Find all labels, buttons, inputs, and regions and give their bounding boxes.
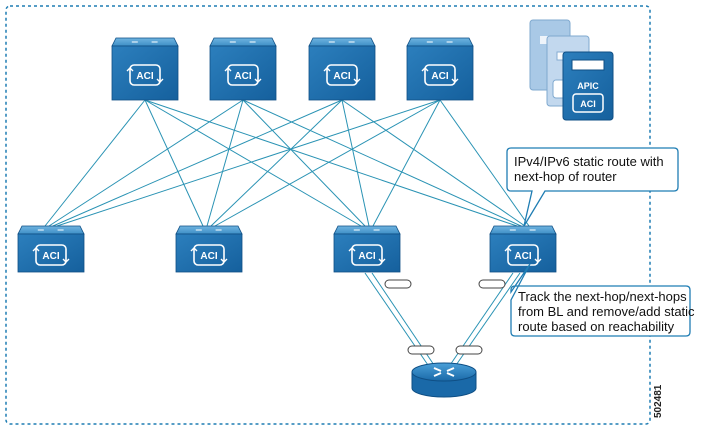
spine-switch-1: ACI (111, 37, 179, 101)
fabric-link-s3-l2 (210, 99, 343, 227)
fabric-link-s1-l1 (44, 99, 146, 227)
fabric-link-s1-l3 (144, 99, 362, 227)
spine-switch-4-label: ACI (431, 71, 448, 82)
leaf-switch-4: ACI (489, 225, 557, 273)
leaf-switch-3: ACI (333, 225, 401, 273)
track-line-3: route based on reachability (518, 319, 675, 334)
spine-switch-1-label: ACI (136, 71, 153, 82)
track-line-2: from BL and remove/add static (518, 304, 695, 319)
fabric-link-s1-l2 (144, 99, 204, 227)
leaf-switch-3-label: ACI (358, 251, 375, 262)
spine-switch-3-label: ACI (333, 71, 350, 82)
fabric-link-s2-l3 (242, 99, 366, 227)
static-route-line-2: next-hop of router (514, 169, 617, 184)
spine-switch-4: ACI (406, 37, 474, 101)
track-callout-text: Track the next-hop/next-hops from BL and… (518, 289, 695, 334)
static-route-callout-text: IPv4/IPv6 static route with next-hop of … (514, 154, 664, 184)
apic-aci-label: ACI (580, 99, 596, 109)
apic-cluster: APIC ACI (529, 19, 614, 121)
spine-switch-2: ACI (209, 37, 277, 101)
fabric-link-s1-l4 (144, 99, 518, 227)
fabric-link-s3-l1 (52, 99, 343, 227)
leaf-layer: ACI ACI ACI ACI (17, 225, 557, 273)
leaf-switch-1: ACI (17, 225, 85, 273)
static-route-callout (506, 147, 679, 227)
fabric-link-s4-l3 (372, 99, 441, 227)
fabric-link-s2-l4 (242, 99, 522, 227)
port-channel-markers (384, 279, 506, 355)
track-callout (510, 263, 691, 337)
static-route-line-1: IPv4/IPv6 static route with (514, 154, 664, 169)
router-icon (411, 362, 477, 398)
spine-switch-3: ACI (308, 37, 376, 101)
fabric-links (44, 99, 530, 227)
fabric-link-s3-l3 (341, 99, 370, 227)
fabric-link-s2-l1 (48, 99, 244, 227)
fabric-link-s4-l1 (56, 99, 441, 227)
leaf-switch-4-label: ACI (514, 251, 531, 262)
leaf-switch-1-label: ACI (42, 251, 59, 262)
spine-layer: ACI ACI ACI ACI (111, 37, 474, 101)
apic-label: APIC (577, 81, 599, 91)
fabric-link-s4-l4 (439, 99, 530, 227)
fabric-link-s4-l2 (214, 99, 441, 227)
fabric-link-s3-l4 (341, 99, 526, 227)
leaf-switch-2-label: ACI (200, 251, 217, 262)
track-line-1: Track the next-hop/next-hops (518, 289, 687, 304)
figure-id: 502481 (653, 384, 664, 418)
leaf-switch-2: ACI (175, 225, 243, 273)
spine-switch-2-label: ACI (234, 71, 251, 82)
fabric-boundary (5, 5, 651, 425)
fabric-link-s2-l2 (206, 99, 244, 227)
apic-server-front: APIC ACI (562, 51, 614, 121)
